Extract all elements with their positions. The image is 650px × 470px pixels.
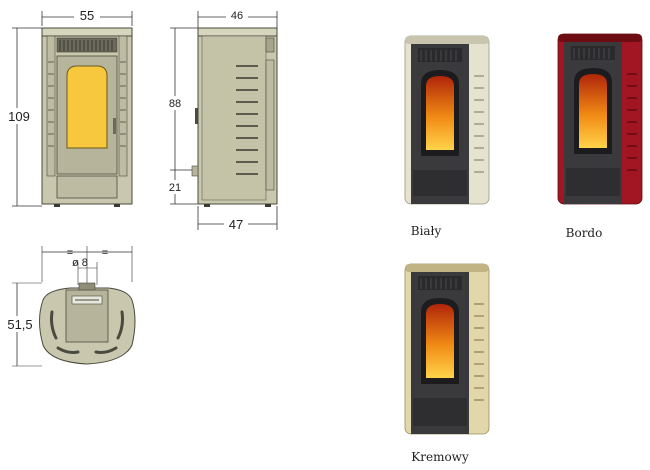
fire-window — [426, 76, 454, 150]
variant-label-cream: Kremowy — [411, 450, 469, 464]
fire-window — [426, 304, 454, 378]
side-base-height-label: 21 — [169, 182, 181, 194]
stove-variant-bordo[interactable]: Bordo — [557, 33, 643, 240]
side-depth-top-label: 46 — [231, 10, 243, 22]
top-equal-left: = — [67, 247, 73, 259]
side-height-label: 88 — [169, 98, 181, 110]
top-pipe-label: ø 8 — [72, 257, 88, 269]
fire-window — [579, 74, 607, 148]
front-width-label: 55 — [80, 8, 94, 23]
stove-variant-white[interactable]: Biały — [404, 35, 490, 238]
stove-variant-cream[interactable]: Kremowy — [404, 263, 490, 464]
top-view-drawing: = = ø 8 51,5 — [3, 246, 136, 367]
stove-top-white — [405, 36, 489, 44]
front-view-drawing: 55 109 — [5, 8, 133, 207]
side-view-drawing: 46 88 21 47 — [164, 8, 278, 232]
variant-label-bordo: Bordo — [566, 226, 603, 240]
stove-top-cream — [405, 264, 489, 272]
front-height-label: 109 — [8, 109, 30, 124]
variant-label-white: Biały — [411, 224, 442, 238]
top-depth-label: 51,5 — [7, 317, 32, 332]
side-depth-bottom-label: 47 — [229, 217, 243, 232]
top-equal-right: = — [102, 247, 108, 259]
stove-top-bordo — [558, 34, 642, 42]
